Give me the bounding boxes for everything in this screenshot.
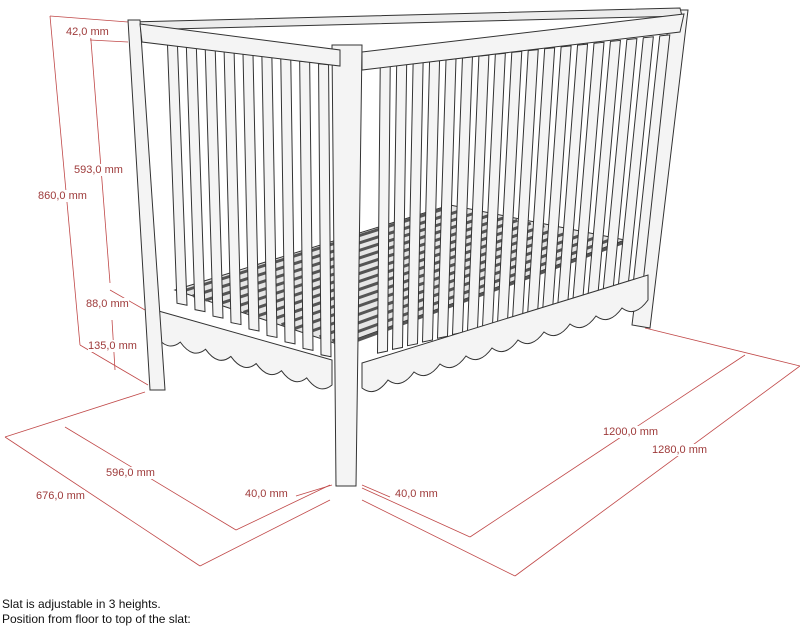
- dimension-lines: [4, 15, 800, 577]
- mattress-slat: [268, 224, 545, 322]
- dim-total-height: 860,0 mm: [38, 190, 87, 202]
- dim-outer-length: 1280,0 mm: [652, 444, 708, 456]
- dim-top-rail: 42,0 mm: [66, 26, 109, 38]
- long-side-slat: [376, 65, 391, 354]
- dim-inner-width: 596,0 mm: [106, 467, 155, 479]
- note-adjustable: Slat is adjustable in 3 heights.: [2, 597, 161, 611]
- dim-inner-length: 1200,0 mm: [603, 426, 659, 438]
- short-side-scallop-panel: [154, 309, 333, 390]
- dim-post-width-side: 40,0 mm: [245, 488, 288, 500]
- short-side-slat: [318, 63, 332, 358]
- short-side-slat: [166, 42, 188, 306]
- dim-base-clearance: 135,0 mm: [88, 340, 137, 352]
- front-corner-post: [331, 44, 363, 487]
- dim-bottom-rail: 88,0 mm: [86, 298, 129, 310]
- short-side-slat: [204, 47, 224, 319]
- long-side-scallop-panel: [361, 274, 649, 393]
- mattress-slat: [179, 205, 451, 294]
- dim-post-width-front: 40,0 mm: [395, 488, 438, 500]
- short-side-slat: [185, 45, 206, 313]
- short-side-top-rail: [139, 23, 341, 67]
- crib-outline: [127, 7, 689, 487]
- long-side-top-rail: [361, 13, 685, 71]
- front-left-post: [127, 19, 166, 391]
- dim-slat-height: 593,0 mm: [74, 164, 123, 176]
- note-position: Position from floor to top of the slat:: [2, 612, 191, 626]
- dim-outer-width: 676,0 mm: [36, 490, 85, 502]
